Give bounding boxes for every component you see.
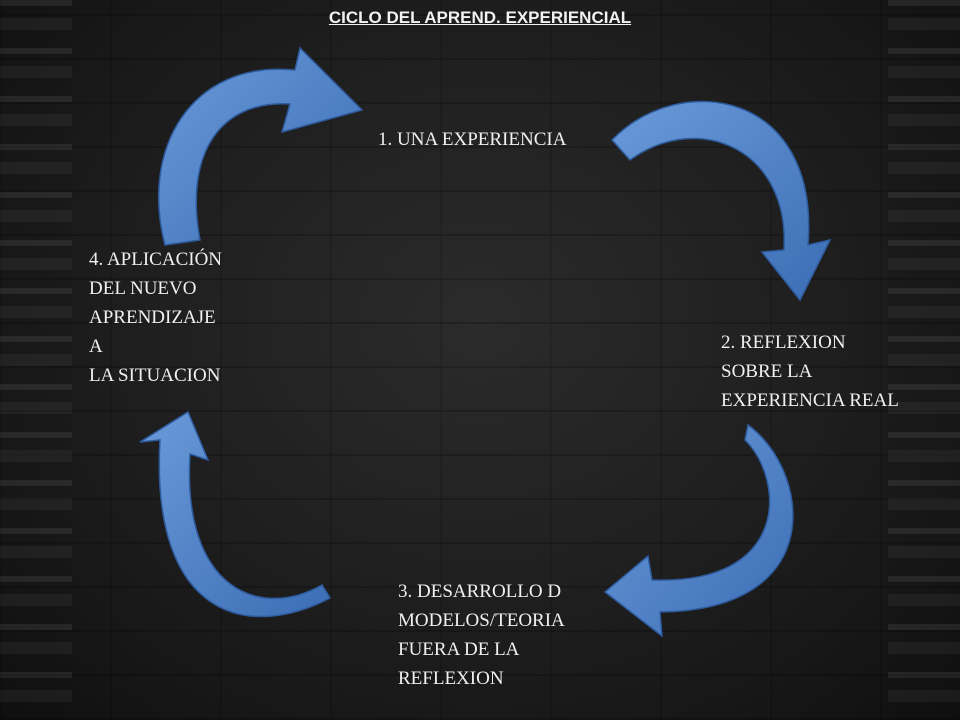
arrow-1-to-2 — [610, 100, 832, 302]
left-decorative-border — [0, 0, 72, 720]
arrow-3-to-4 — [139, 410, 332, 618]
stage-4-label: 4. APLICACIÓN DEL NUEVO APRENDIZAJE A LA… — [89, 249, 223, 386]
stage-2-label: 2. REFLEXION SOBRE LA EXPERIENCIA REAL — [721, 332, 899, 411]
diagram-title: CICLO DEL APREND. EXPERIENCIAL — [328, 8, 632, 27]
arrow-4-to-1 — [157, 46, 364, 246]
stage-3-label: 3. DESARROLLO D MODELOS/TEORIA FUERA DE … — [398, 581, 565, 689]
arrow-2-to-3 — [603, 423, 794, 638]
stage-1-label: 1. UNA EXPERIENCIA — [378, 129, 567, 150]
right-decorative-border — [888, 0, 960, 720]
